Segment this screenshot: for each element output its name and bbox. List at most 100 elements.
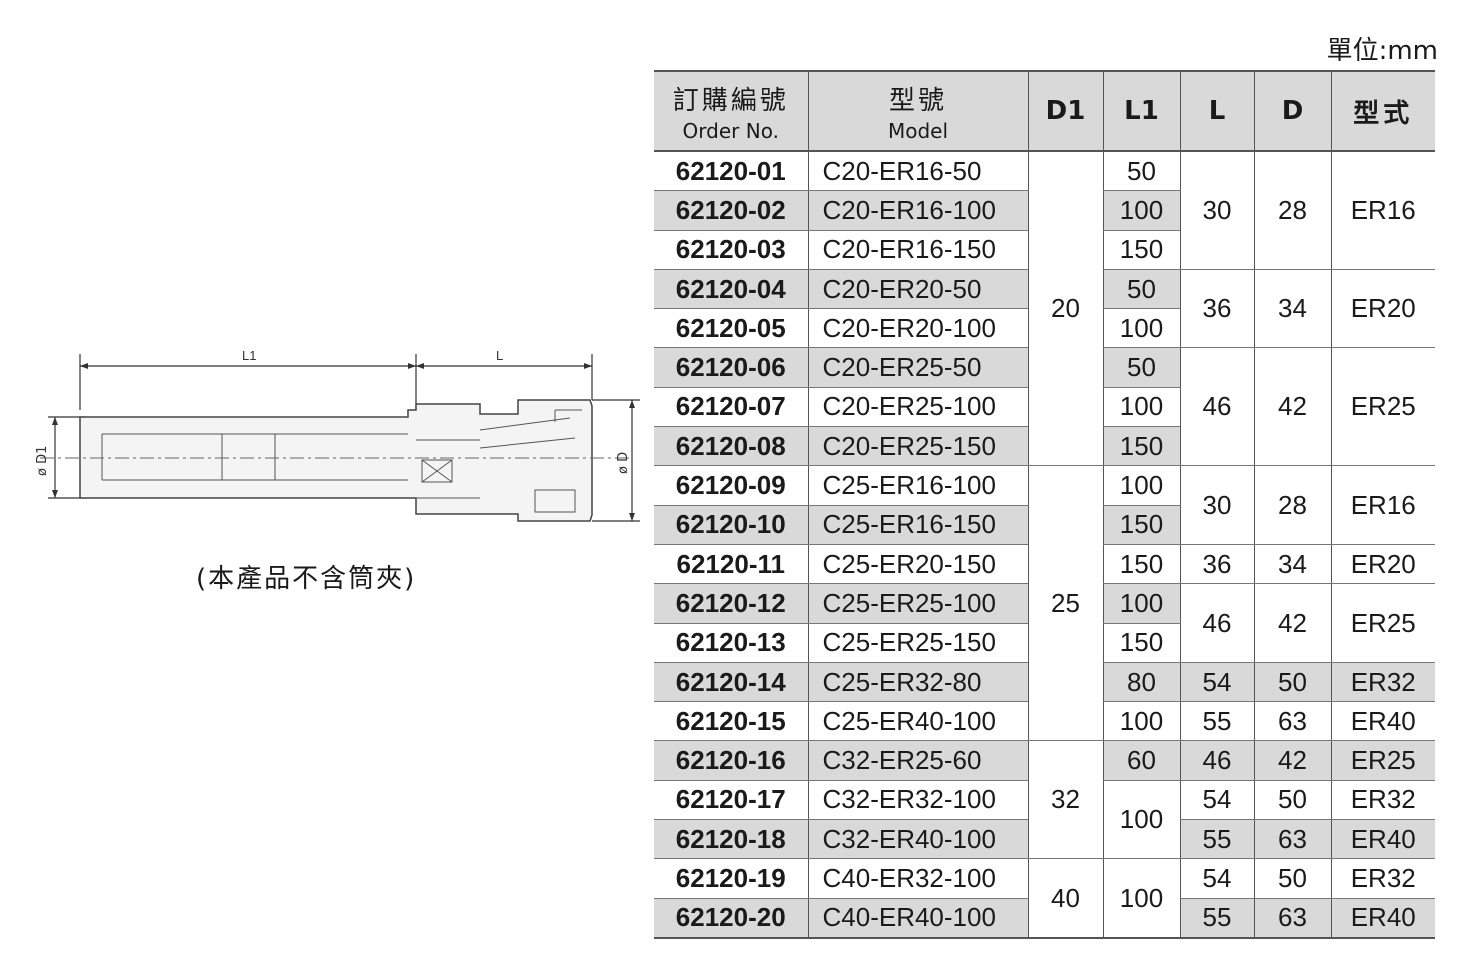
l-cell: 54 [1179, 858, 1254, 899]
order-no-cell: 62120-03 [654, 230, 808, 270]
order-no-cell: 62120-06 [654, 347, 808, 388]
type-cell: ER32 [1330, 662, 1435, 703]
model-cell: C32-ER25-60 [807, 740, 1028, 781]
type-cell: ER32 [1330, 780, 1435, 821]
d1-cell: 40 [1027, 858, 1103, 939]
header-model: 型號 Model [807, 71, 1028, 152]
model-cell: C20-ER20-50 [807, 269, 1028, 310]
header-order-no: 訂購編號 Order No. [654, 71, 808, 152]
collet-not-included-note: (本產品不含筒夾) [196, 564, 417, 594]
l-cell: 30 [1179, 465, 1254, 545]
d-cell: 63 [1253, 898, 1331, 939]
d-cell: 28 [1253, 151, 1331, 270]
l1-cell: 100 [1102, 190, 1180, 231]
l-cell: 55 [1179, 701, 1254, 742]
model-cell: C20-ER25-150 [807, 426, 1028, 467]
d1-cell: 32 [1027, 740, 1103, 860]
model-cell: C25-ER40-100 [807, 701, 1028, 742]
l-cell: 46 [1179, 347, 1254, 467]
l1-cell: 50 [1102, 269, 1180, 310]
order-no-cell: 62120-20 [654, 898, 808, 939]
l1-cell: 50 [1102, 347, 1180, 388]
type-cell: ER32 [1330, 858, 1435, 899]
order-no-cell: 62120-13 [654, 623, 808, 663]
model-cell: C40-ER40-100 [807, 898, 1028, 939]
type-cell: ER20 [1330, 544, 1435, 585]
d-cell: 50 [1253, 858, 1331, 899]
d1-cell: 25 [1027, 465, 1103, 742]
header-l1: L1 [1102, 71, 1180, 152]
model-cell: C25-ER25-100 [807, 583, 1028, 624]
l1-cell: 150 [1102, 505, 1180, 545]
dim-label-d1: ø D1 [35, 446, 50, 476]
header-type: 型式 [1330, 71, 1435, 152]
type-cell: ER16 [1330, 465, 1435, 545]
l-cell: 54 [1179, 780, 1254, 821]
d-cell: 42 [1253, 740, 1331, 781]
order-no-cell: 62120-08 [654, 426, 808, 467]
type-cell: ER16 [1330, 151, 1435, 270]
l1-cell: 100 [1102, 701, 1180, 742]
order-no-cell: 62120-15 [654, 701, 808, 742]
model-cell: C25-ER16-100 [807, 465, 1028, 506]
d-cell: 63 [1253, 701, 1331, 742]
order-no-cell: 62120-12 [654, 583, 808, 624]
type-cell: ER40 [1330, 819, 1435, 860]
model-cell: C20-ER25-100 [807, 387, 1028, 428]
unit-label: 單位:mm [1326, 36, 1438, 66]
l-cell: 46 [1179, 740, 1254, 781]
table-header-row: 訂購編號 Order No. 型號 Model D1 L1 L D 型式 [654, 71, 1435, 152]
order-no-cell: 62120-10 [654, 505, 808, 545]
l1-cell: 100 [1102, 465, 1180, 506]
l-cell: 55 [1179, 819, 1254, 860]
order-no-cell: 62120-02 [654, 190, 808, 231]
l1-cell: 150 [1102, 544, 1180, 585]
order-no-cell: 62120-09 [654, 465, 808, 506]
model-cell: C20-ER16-150 [807, 230, 1028, 270]
model-cell: C20-ER20-100 [807, 308, 1028, 349]
model-cell: C25-ER16-150 [807, 505, 1028, 545]
order-no-cell: 62120-14 [654, 662, 808, 703]
model-cell: C25-ER32-80 [807, 662, 1028, 703]
order-no-cell: 62120-07 [654, 387, 808, 428]
l1-cell: 80 [1102, 662, 1180, 703]
model-cell: C40-ER32-100 [807, 858, 1028, 899]
l1-cell: 150 [1102, 426, 1180, 467]
tool-holder-drawing: L1 L ø D1 ø D [35, 348, 640, 522]
l-cell: 30 [1179, 151, 1254, 270]
d-cell: 34 [1253, 269, 1331, 349]
d-cell: 50 [1253, 662, 1331, 703]
order-no-cell: 62120-16 [654, 740, 808, 781]
dim-label-l: L [496, 348, 503, 363]
order-no-cell: 62120-01 [654, 151, 808, 192]
order-no-cell: 62120-05 [654, 308, 808, 349]
l-cell: 36 [1179, 269, 1254, 349]
l1-cell: 100 [1102, 583, 1180, 624]
d-cell: 42 [1253, 347, 1331, 467]
order-no-cell: 62120-04 [654, 269, 808, 310]
header-d: D [1253, 71, 1331, 152]
model-cell: C25-ER20-150 [807, 544, 1028, 585]
d1-cell: 20 [1027, 151, 1103, 467]
type-cell: ER20 [1330, 269, 1435, 349]
dim-label-d: ø D [616, 452, 631, 474]
l-cell: 46 [1179, 583, 1254, 663]
